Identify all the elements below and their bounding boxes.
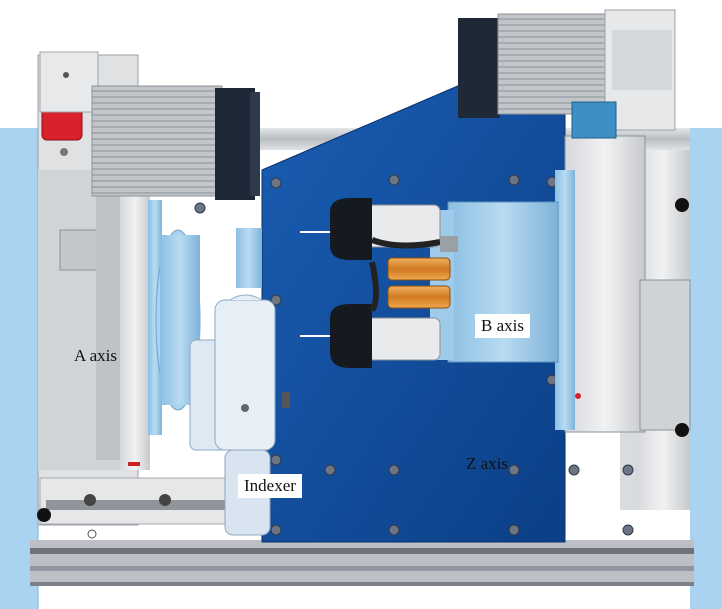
b-axis-spindle	[447, 201, 559, 363]
left-frame-post	[0, 128, 38, 609]
z-axis-motor	[458, 18, 500, 118]
red-button	[41, 107, 83, 141]
right-frame-post	[690, 128, 722, 609]
orange-fitting-bottom	[387, 285, 451, 309]
a-axis-motor	[91, 85, 223, 197]
black-connector-bottom	[330, 304, 372, 368]
base-rail	[30, 540, 694, 586]
right-housing	[564, 135, 646, 433]
a-axis-label: A axis	[74, 346, 117, 365]
a-axis-disc	[148, 200, 162, 435]
z-axis-label: Z axis	[466, 454, 509, 473]
b-axis-label: B axis	[475, 314, 530, 338]
indexer-label: Indexer	[238, 474, 302, 498]
orange-fitting-top	[387, 257, 451, 281]
black-connector-top	[330, 198, 372, 260]
